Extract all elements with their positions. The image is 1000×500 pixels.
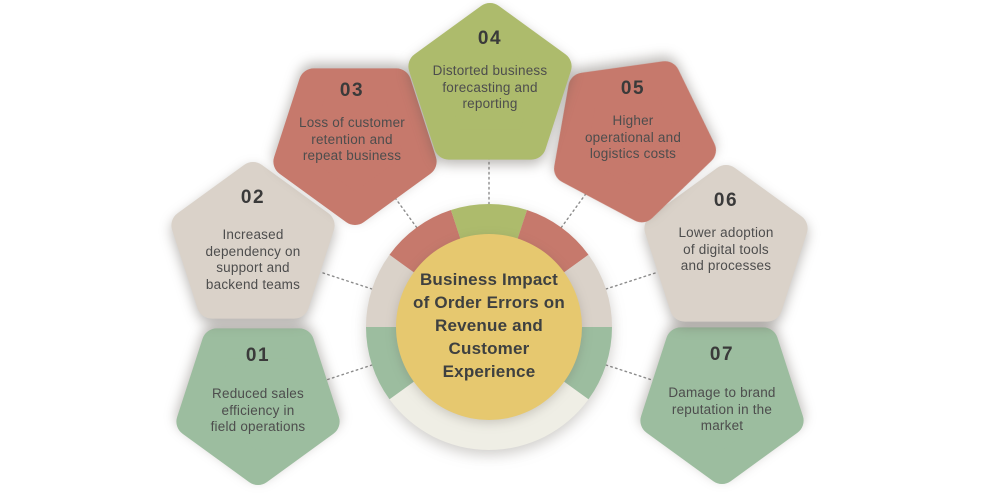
center-title-line: Business Impact: [419, 270, 559, 289]
center-circle: [396, 234, 582, 420]
ring-segment-04: [451, 203, 527, 240]
pentagon-03: [273, 68, 437, 225]
pentagon-shape-05: [554, 61, 716, 223]
ring-segment-filler: [389, 381, 589, 450]
pentagon-04: [408, 3, 572, 160]
pentagon-05: [554, 61, 716, 223]
ring-segment-03: [389, 210, 461, 273]
pentagon-shape-06: [644, 165, 808, 322]
pentagon-07: [640, 327, 804, 484]
pentagon-shape-03: [273, 68, 437, 225]
ring-segment-01: [366, 327, 415, 400]
ring-segment-02: [366, 254, 415, 327]
pentagon-01: [176, 328, 340, 485]
pentagon-shape-02: [171, 162, 335, 319]
pentagon-shape-01: [176, 328, 340, 485]
center-title-line: Customer: [448, 339, 530, 358]
connector-line-06: [605, 271, 659, 290]
impact-ring: [366, 203, 612, 450]
pentagon-shape-04: [408, 3, 572, 160]
connector-line-01: [319, 364, 373, 383]
pentagon-shape-07: [640, 327, 804, 484]
center-title-line: Revenue and: [434, 316, 543, 335]
ring-segment-05: [517, 210, 589, 273]
pentagon-02: [171, 162, 335, 319]
ring-segment-07: [563, 327, 612, 400]
connector-line-07: [605, 364, 659, 383]
connector-line-02: [319, 271, 373, 290]
ring-segment-06: [563, 254, 612, 327]
pentagon-06: [644, 165, 808, 322]
center-title-line: of Order Errors on: [413, 293, 565, 312]
center-title: Business Impact of Order Errors on Reven…: [379, 268, 599, 383]
center-title-line: Experience: [442, 362, 536, 381]
